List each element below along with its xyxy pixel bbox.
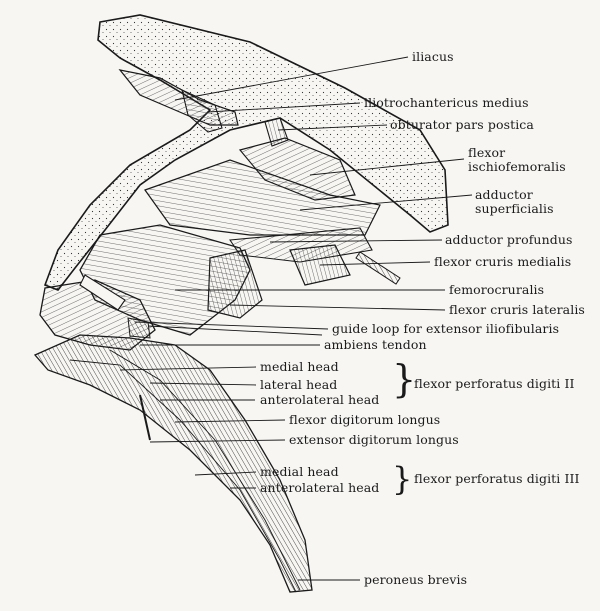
label-iliacus: iliacus: [412, 49, 454, 64]
label-peroneus-brevis: peroneus brevis: [364, 572, 468, 587]
label-guide-loop: guide loop for extensor iliofibularis: [332, 321, 560, 336]
flexor-cruris-lateralis-muscle: [207, 249, 263, 319]
label-flexor-digitorum-longus: flexor digitorum longus: [289, 412, 441, 427]
brace-fpd2: }: [392, 357, 417, 401]
label-extensor-digitorum-longus: extensor digitorum longus: [289, 432, 459, 447]
label-flexor-cruris-medialis: flexor cruris medialis: [434, 254, 572, 269]
label-adductor-2: superficialis: [475, 201, 554, 216]
iliotrochantericus-muscle: [181, 89, 223, 133]
label-iliotrochantericus-medius: iliotrochantericus medius: [364, 95, 529, 110]
label-flexor-ischio-2: ischiofemoralis: [468, 159, 566, 174]
label-fpd3-group: flexor perforatus digiti III: [414, 471, 580, 486]
label-obturator: obturator pars postica: [390, 117, 534, 132]
label-flexor-ischio-1: flexor: [468, 145, 506, 160]
label-ambiens-tendon: ambiens tendon: [324, 337, 427, 352]
leader-lines: [119, 56, 473, 581]
brace-fpd3: }: [392, 460, 413, 498]
label-flexor-cruris-lateralis: flexor cruris lateralis: [449, 302, 585, 317]
label-adductor-profundus: adductor profundus: [445, 232, 573, 247]
label-fpd2-group: flexor perforatus digiti II: [414, 376, 575, 391]
label-fpd2-anterolateral: anterolateral head: [260, 392, 380, 407]
label-fpd3-anterolateral: anterolateral head: [260, 480, 380, 495]
label-adductor-1: adductor: [475, 187, 533, 202]
label-femorocruralis: femorocruralis: [449, 282, 545, 297]
label-fpd3-medial: medial head: [260, 464, 339, 479]
label-fpd2-medial: medial head: [260, 359, 339, 374]
label-fpd2-lateral: lateral head: [260, 377, 338, 392]
adductor-superficialis-muscle: [144, 159, 381, 236]
lower-leg-muscles: [33, 334, 313, 593]
